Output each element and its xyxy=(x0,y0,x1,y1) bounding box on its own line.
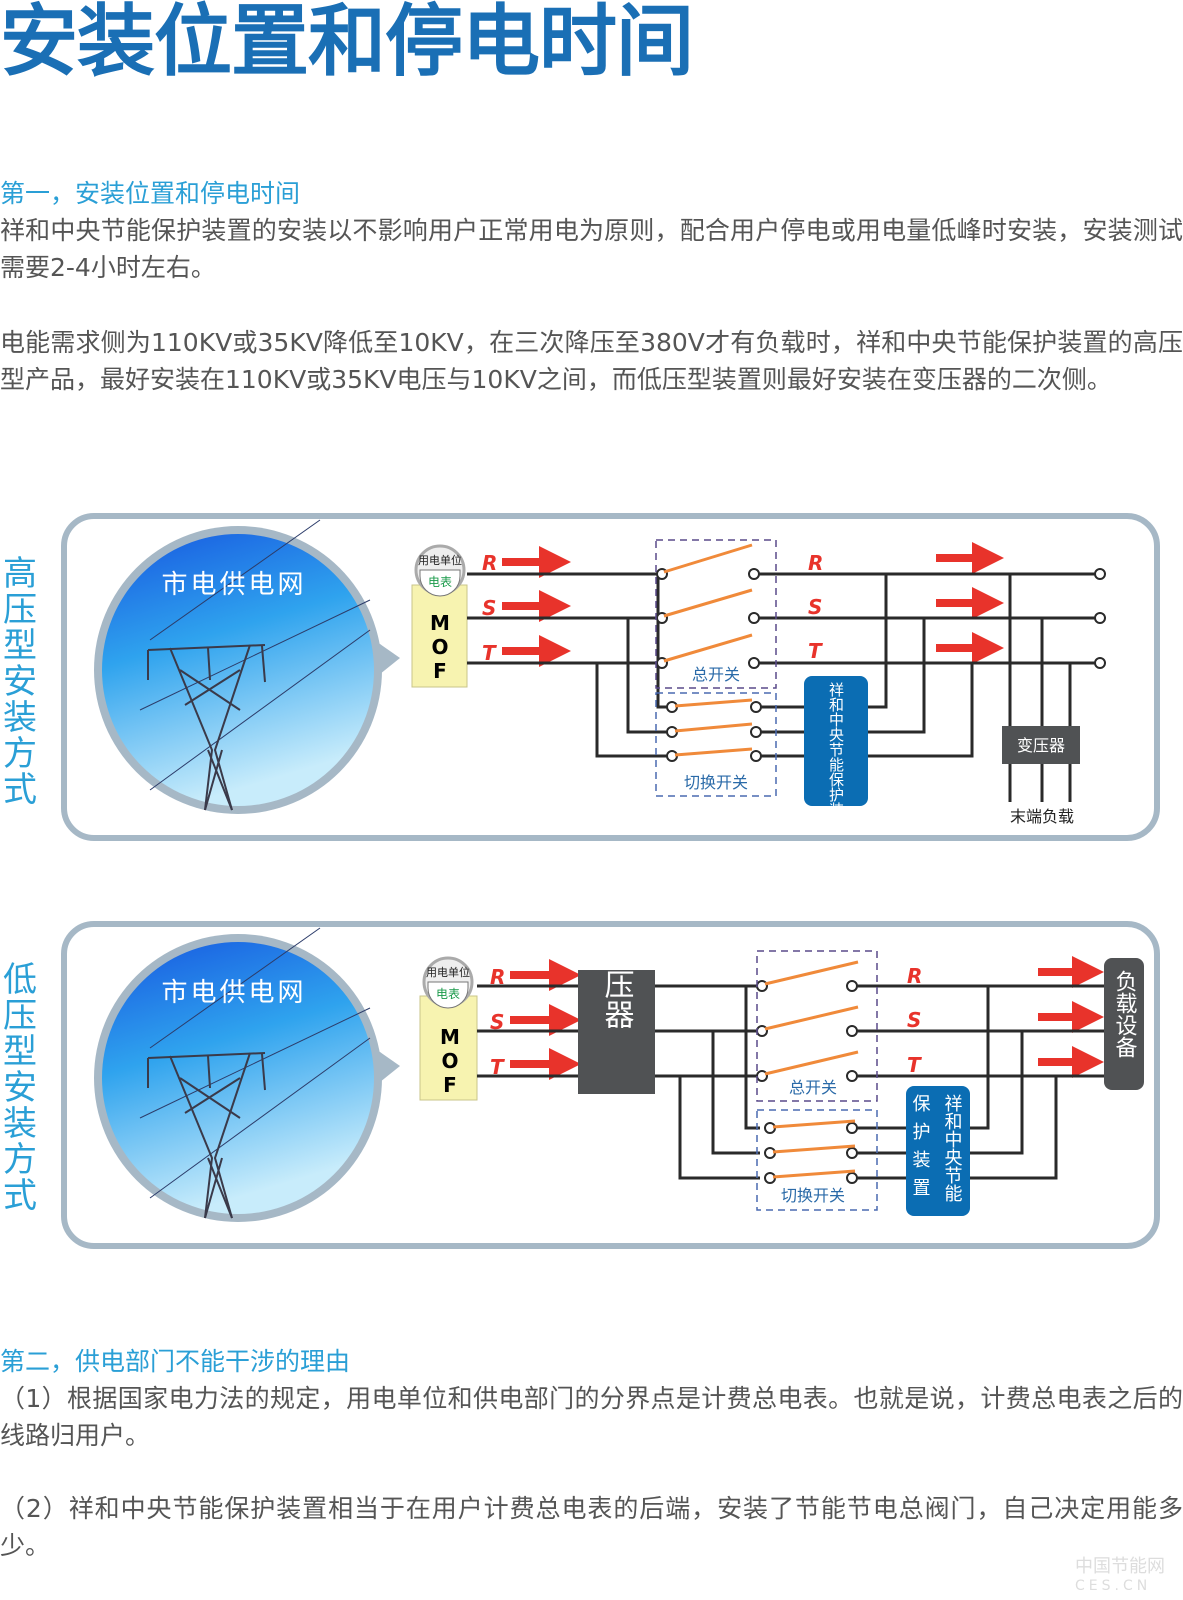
main-switch-box xyxy=(655,539,777,689)
mof-letter: F xyxy=(443,1073,457,1097)
mof-letter: F xyxy=(433,659,447,683)
transformer-box xyxy=(578,970,655,1094)
phase-label-r: R xyxy=(808,551,823,575)
mof-letter: M xyxy=(430,611,450,635)
section1-heading: 第一，安装位置和停电时间 xyxy=(0,179,301,208)
energy-saving-device xyxy=(906,1086,970,1216)
watermark-line2: CES.CN xyxy=(1075,1578,1152,1594)
grid-label: 市电供电网 xyxy=(161,570,306,600)
transformer-box xyxy=(1002,726,1080,764)
device-label-col1: 祥和中央节能 xyxy=(942,1094,963,1202)
end-load-label: 末端负载 xyxy=(1010,807,1074,826)
transmission-tower-icon xyxy=(139,519,371,811)
load-equipment-box xyxy=(1104,958,1144,1090)
electric-meter: 用电单位 电表 M O F xyxy=(419,956,478,1101)
section2-heading: 第二，供电部门不能干涉的理由 xyxy=(0,1347,351,1376)
phase-label-s: S xyxy=(490,1010,504,1034)
main-switch-label: 总开关 xyxy=(692,665,740,684)
meter-top-label: 用电单位 xyxy=(418,553,462,567)
section1-paragraph-2: 电能需求侧为110KV或35KV降低至10KV，在三次降压至380V才有负载时，… xyxy=(0,328,1183,394)
low-voltage-side-label: 低压型安装方式 xyxy=(3,960,37,1216)
phase-label-s: S xyxy=(808,595,822,619)
grid-label: 市电供电网 xyxy=(161,978,306,1008)
energy-saving-device xyxy=(804,676,868,806)
meter-bottom-label: 电表 xyxy=(428,575,452,589)
mof-letter: O xyxy=(441,1049,458,1073)
phase-label-r: R xyxy=(907,964,922,988)
high-voltage-side-label: 高压型安装方式 xyxy=(3,554,37,810)
meter-top-label: 用电单位 xyxy=(426,965,470,979)
main-switch-box xyxy=(756,950,878,1102)
device-label-col2: 保护装置 xyxy=(910,1094,931,1206)
phase-label-t: T xyxy=(490,1055,505,1079)
load-label: 负载设备 xyxy=(1112,970,1138,1058)
transformer-label: 变压器 xyxy=(599,939,635,1029)
electric-meter: 用电单位 电表 M O F xyxy=(411,544,468,688)
low-voltage-diagram: 市电供电网 用电单位 电表 M O F R S T R S T xyxy=(0,918,1183,1253)
device-label: 祥和中央节能保护装置 xyxy=(827,682,845,832)
transfer-switch-box xyxy=(756,1109,878,1211)
section2-paragraph-2: （2）祥和中央节能保护装置相当于在用户计费总电表的后端，安装了节能节电总阀门，自… xyxy=(0,1494,1183,1560)
transfer-switch-label: 切换开关 xyxy=(781,1186,845,1205)
power-grid-bubble: 市电供电网 xyxy=(94,927,400,1222)
transformer-label: 变压器 xyxy=(1017,736,1065,755)
mof-letter: M xyxy=(440,1025,460,1049)
transmission-tower-icon xyxy=(139,927,371,1219)
power-grid-bubble: 市电供电网 xyxy=(94,519,400,814)
transfer-switch-box xyxy=(655,692,777,797)
phase-label-t: T xyxy=(482,641,497,665)
section1-paragraph-1: 祥和中央节能保护装置的安装以不影响用户正常用电为原则，配合用户停电或用电量低峰时… xyxy=(0,216,1183,282)
phase-label-s: S xyxy=(482,596,496,620)
phase-label-t: T xyxy=(808,639,823,663)
watermark-line1: 中国节能网 xyxy=(1075,1556,1165,1577)
high-voltage-diagram: 市电供电网 用电单位 电表 M O F R S T R S T xyxy=(0,510,1183,845)
phase-label-r: R xyxy=(490,965,505,989)
phase-label-r: R xyxy=(482,551,497,575)
main-switch-label: 总开关 xyxy=(789,1078,837,1097)
transfer-switch-label: 切换开关 xyxy=(684,773,748,792)
phase-label-s: S xyxy=(907,1008,921,1032)
phase-label-t: T xyxy=(907,1053,922,1077)
section2-paragraph-1: （1）根据国家电力法的规定，用电单位和供电部门的分界点是计费总电表。也就是说，计… xyxy=(0,1384,1183,1450)
mof-letter: O xyxy=(431,635,448,659)
meter-bottom-label: 电表 xyxy=(436,987,460,1001)
page-title: 安装位置和停电时间 xyxy=(0,0,694,87)
watermark: 中国节能网 CES.CN xyxy=(1075,1552,1165,1594)
